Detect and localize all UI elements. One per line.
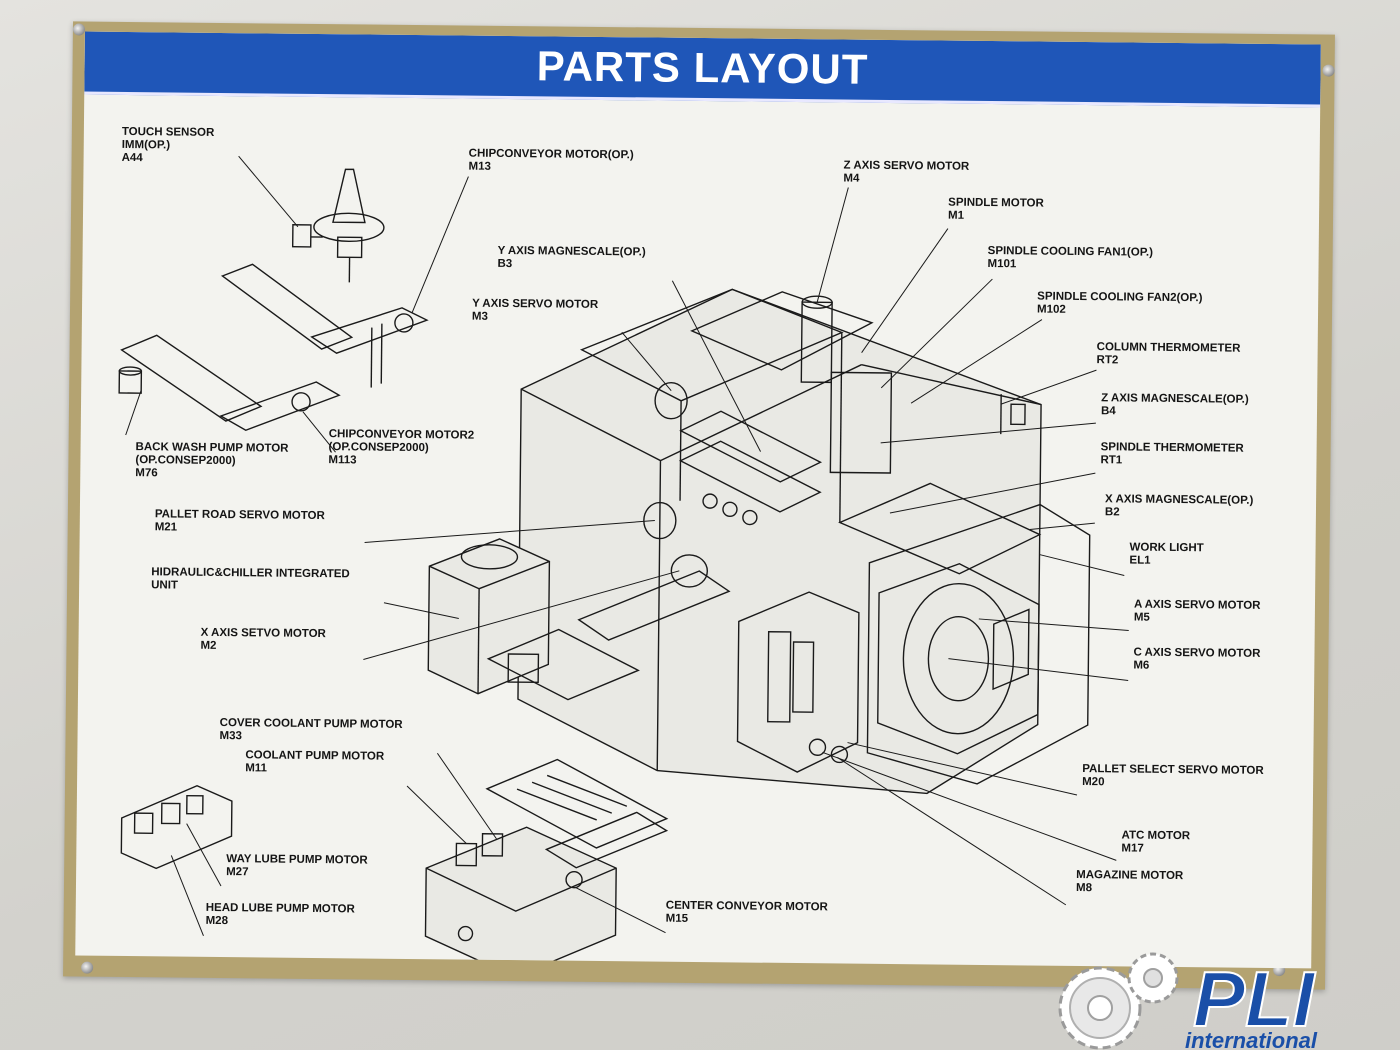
screw-bottom-left (81, 961, 94, 974)
label-way-lube-pump-motor: WAY LUBE PUMP MOTOR M27 (226, 853, 371, 880)
label-y-axis-magnescale: Y AXIS MAGNESCALE(OP.) B3 (497, 245, 649, 272)
hydraulic-unit (427, 538, 640, 701)
machine-body (517, 288, 1091, 795)
label-atc-motor: ATC MOTOR M17 (1121, 829, 1193, 855)
parts-layout-sign: PARTS LAYOUT (63, 21, 1335, 990)
label-spindle-cooling-fan2: SPINDLE COOLING FAN2(OP.) M102 (1037, 291, 1206, 318)
label-coolant-pump-motor: COOLANT PUMP MOTOR M11 (245, 749, 387, 775)
label-pallet-select-servo-motor: PALLET SELECT SERVO MOTOR M20 (1082, 763, 1267, 790)
label-spindle-motor: SPINDLE MOTOR M1 (948, 197, 1047, 223)
sign-board: PARTS LAYOUT (75, 31, 1321, 969)
label-head-lube-pump-motor: HEAD LUBE PUMP MOTOR M28 (206, 902, 359, 929)
label-touch-sensor: TOUCH SENSOR IMM(OP.) A44 (122, 126, 218, 165)
label-center-conveyor-motor: CENTER CONVEYOR MOTOR M15 (666, 900, 832, 927)
label-spindle-cooling-fan1: SPINDLE COOLING FAN1(OP.) M101 (987, 245, 1156, 272)
screw-top-right (1322, 64, 1335, 77)
part-labels: TOUCH SENSOR IMM(OP.) A44 CHIPCONVEYOR M… (122, 126, 1267, 929)
label-back-wash-pump-motor: BACK WASH PUMP MOTOR (OP.CONSEP2000) M76 (135, 441, 292, 481)
parts-diagram: TOUCH SENSOR IMM(OP.) A44 CHIPCONVEYOR M… (118, 126, 1267, 969)
label-cover-coolant-pump-motor: COVER COOLANT PUMP MOTOR M33 (219, 717, 405, 744)
label-z-axis-magnescale: Z AXIS MAGNESCALE(OP.) B4 (1101, 392, 1252, 419)
label-spindle-thermometer: SPINDLE THERMOMETER RT1 (1100, 441, 1247, 468)
screw-top-left (72, 23, 86, 36)
lube-pump-unit (120, 784, 233, 870)
touch-sensor-part (291, 168, 385, 283)
label-magazine-motor: MAGAZINE MOTOR M8 (1076, 869, 1187, 895)
label-z-axis-servo-motor: Z AXIS SERVO MOTOR M4 (843, 159, 972, 185)
label-x-axis-servo-motor: X AXIS SETVO MOTOR M2 (200, 627, 329, 653)
logo-subtitle: international (1185, 1028, 1318, 1050)
gear-icon (1058, 952, 1179, 1050)
label-column-thermometer: COLUMN THERMOMETER RT2 (1096, 341, 1243, 368)
logo-brand: PLI (1193, 955, 1316, 1043)
label-y-axis-servo-motor: Y AXIS SERVO MOTOR M3 (472, 298, 602, 324)
label-chipconveyor-motor2: CHIPCONVEYOR MOTOR2 (OP.CONSEP2000) M113 (328, 428, 477, 468)
label-c-axis-servo-motor: C AXIS SERVO MOTOR M6 (1133, 647, 1263, 673)
sign-title: PARTS LAYOUT (536, 42, 869, 93)
coolant-tank (424, 758, 669, 969)
label-x-axis-magnescale: X AXIS MAGNESCALE(OP.) B2 (1105, 493, 1257, 520)
label-work-light: WORK LIGHT EL1 (1129, 542, 1207, 568)
label-a-axis-servo-motor: A AXIS SERVO MOTOR M5 (1134, 599, 1264, 625)
leader-lines (125, 155, 1129, 937)
pli-logo: PLI international (1058, 952, 1318, 1050)
label-hydraulic-chiller-unit: HIDRAULIC&CHILLER INTEGRATED UNIT (151, 566, 353, 593)
label-chipconveyor-motor: CHIPCONVEYOR MOTOR(OP.) M13 (468, 148, 637, 175)
label-pallet-road-servo-motor: PALLET ROAD SERVO MOTOR M21 (155, 508, 328, 535)
chip-conveyors (118, 263, 429, 432)
